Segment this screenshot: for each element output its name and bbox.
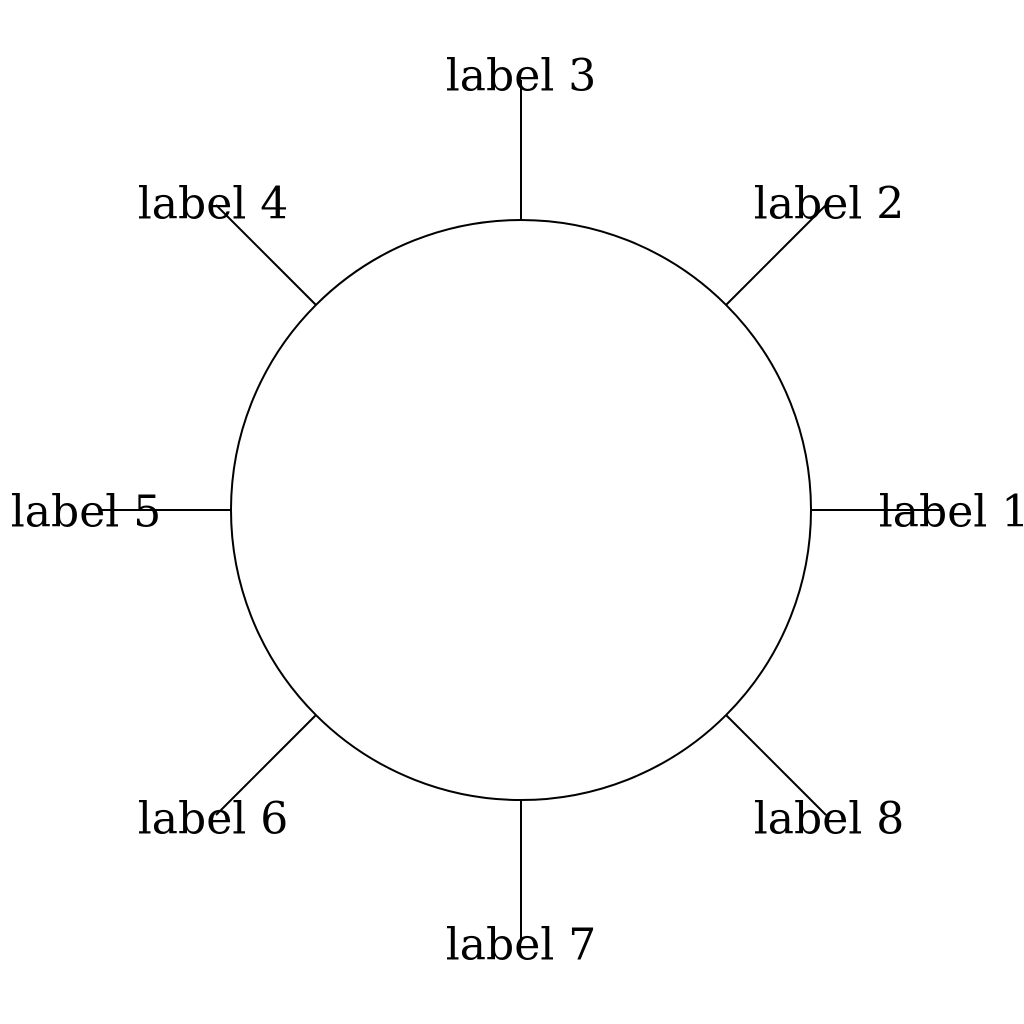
label-7: label 7 <box>446 920 597 971</box>
spoke-4 <box>215 204 317 306</box>
label-4: label 4 <box>138 179 289 230</box>
label-1: label 1 <box>879 487 1024 538</box>
label-5: label 5 <box>11 487 162 538</box>
label-3: label 3 <box>446 51 597 102</box>
center-circle <box>230 219 812 801</box>
label-8: label 8 <box>754 794 905 845</box>
label-2: label 2 <box>754 179 905 230</box>
label-6: label 6 <box>138 794 289 845</box>
spoke-8 <box>725 714 827 816</box>
spoke-2 <box>725 204 827 306</box>
spoke-6 <box>215 714 317 816</box>
